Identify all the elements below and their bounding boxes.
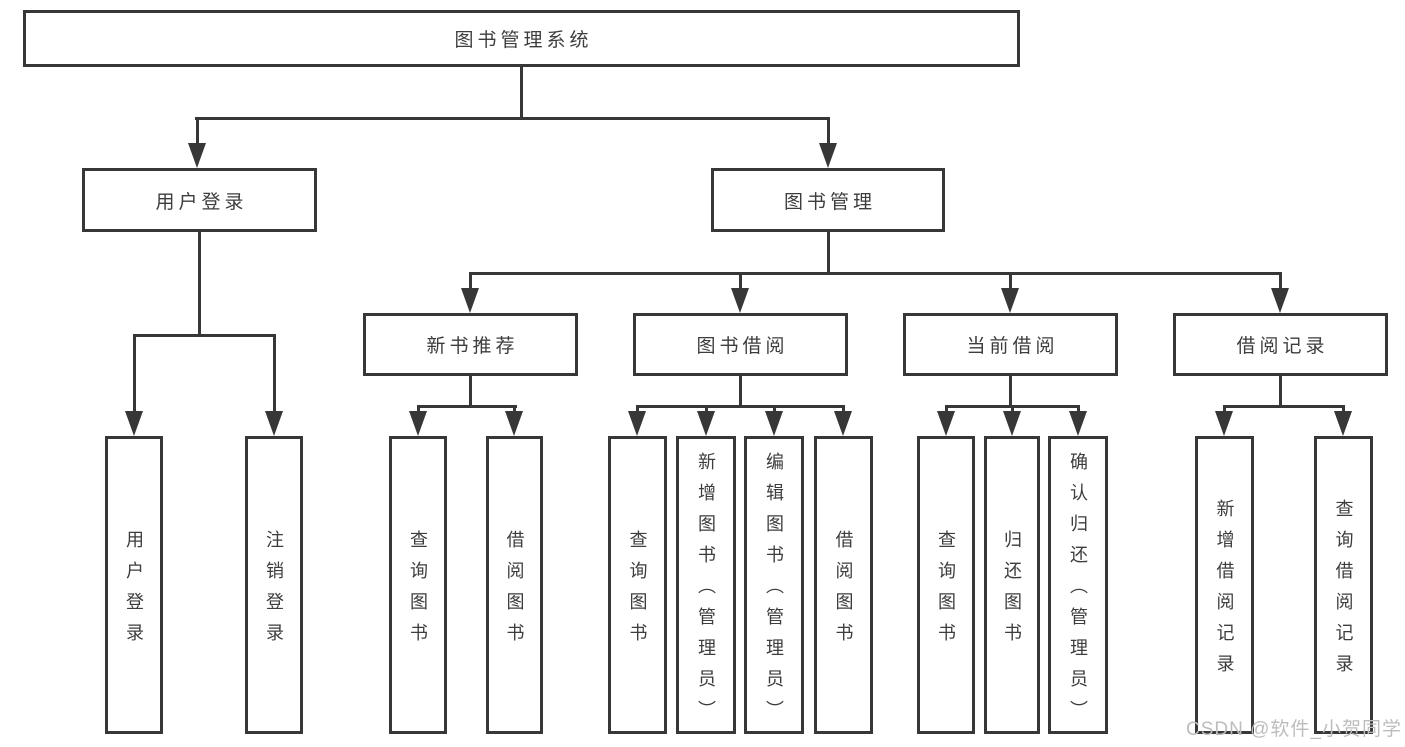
leaf-user-login: 用户登录 <box>105 436 163 734</box>
node-borrow-records: 借阅记录 <box>1173 313 1388 376</box>
leaf-cb-confirm-return: 确认归还（管理员） <box>1048 436 1108 734</box>
leaf-cb-return-books-label: 归还图书 <box>1002 529 1022 654</box>
leaf-cb-query-books: 查询图书 <box>917 436 975 734</box>
leaf-bb-edit-books: 编辑图书（管理员） <box>744 436 804 734</box>
arrow-to-leaf <box>1334 411 1352 436</box>
connector-leaf-stem <box>636 405 639 415</box>
connector-leaf-stem <box>842 405 845 415</box>
leaf-logout-label: 注销登录 <box>264 529 284 654</box>
leaf-logout: 注销登录 <box>245 436 303 734</box>
leaf-rec-query-books-label: 查询图书 <box>408 529 428 654</box>
arrow-to-leaf <box>1002 411 1021 436</box>
arrow-to-leaf <box>936 411 955 436</box>
arrow-to-leaf <box>408 411 427 436</box>
connector-leaf-stem <box>704 405 708 415</box>
arrow-to-book-mgmt <box>818 143 837 168</box>
connector-l3-stem <box>1279 272 1282 292</box>
csdn-watermark: CSDN @软件_小贺同学 <box>1186 719 1402 740</box>
connector-borrow-records-branch <box>1223 405 1345 408</box>
leaf-rec-borrow-books-label: 借阅图书 <box>504 529 525 654</box>
leaf-rec-query-books: 查询图书 <box>389 436 447 734</box>
node-book-borrow: 图书借阅 <box>633 313 848 376</box>
connector-leaf-stem <box>772 405 776 415</box>
connector-leaf-stem <box>1076 405 1080 415</box>
leaf-bb-borrow-books-label: 借阅图书 <box>833 529 854 654</box>
node-book-mgmt-label: 图书管理 <box>783 191 876 213</box>
connector-root-stem <box>520 67 523 120</box>
connector-user-login-stem <box>197 232 201 336</box>
connector-user-login-branch <box>132 334 276 337</box>
node-current-borrow-label: 当前借阅 <box>966 336 1059 357</box>
leaf-rec-borrow-books: 借阅图书 <box>486 436 543 734</box>
connector-root-branch <box>195 117 830 120</box>
node-root: 图书管理系统 <box>23 10 1020 67</box>
leaf-user-login-label: 用户登录 <box>124 529 144 654</box>
node-book-borrow-label: 图书借阅 <box>696 336 789 357</box>
connector-book-borrow-stem <box>739 376 742 407</box>
arrow-to-leaf <box>696 411 715 436</box>
connector-new-book-rec-branch <box>416 405 517 408</box>
connector-leaf-stem <box>132 334 136 415</box>
arrow-to-leaf <box>1215 411 1233 436</box>
connector-leaf-stem <box>1223 405 1226 415</box>
arrow-to-new-book-rec <box>461 288 479 313</box>
arrow-to-borrow-records <box>1271 288 1289 313</box>
node-borrow-records-label: 借阅记录 <box>1236 336 1329 357</box>
connector-leaf-stem <box>1010 405 1014 415</box>
connector-current-borrow-stem <box>1009 376 1012 407</box>
arrow-to-leaf <box>834 411 852 436</box>
arrow-to-leaf <box>124 411 143 436</box>
connector-book-mgmt-stem <box>826 232 830 275</box>
leaf-bb-query-books: 查询图书 <box>608 436 667 734</box>
leaf-br-add-record-label: 新增借阅记录 <box>1214 498 1235 685</box>
arrow-to-book-borrow <box>731 288 749 313</box>
connector-leaf-stem <box>513 405 516 415</box>
connector-leaf-stem <box>944 405 948 415</box>
node-new-book-rec-label: 新书推荐 <box>426 336 519 357</box>
arrow-to-leaf <box>1068 411 1087 436</box>
arrow-to-leaf <box>264 411 283 436</box>
leaf-cb-return-books: 归还图书 <box>984 436 1040 734</box>
arrow-to-leaf <box>764 411 783 436</box>
connector-l3-stem <box>1009 272 1012 292</box>
connector-borrow-records-stem <box>1279 376 1282 407</box>
connector-to-user-login-stem <box>195 117 199 150</box>
arrow-to-leaf <box>505 411 523 436</box>
leaf-bb-add-books: 新增图书（管理员） <box>676 436 736 734</box>
connector-l3-stem <box>469 272 472 292</box>
connector-new-book-rec-stem <box>469 376 472 407</box>
node-book-mgmt: 图书管理 <box>711 168 945 232</box>
leaf-bb-query-books-label: 查询图书 <box>627 529 648 654</box>
leaf-br-add-record: 新增借阅记录 <box>1195 436 1254 734</box>
arrow-to-current-borrow <box>1001 288 1019 313</box>
leaf-br-query-record: 查询借阅记录 <box>1314 436 1373 734</box>
node-current-borrow: 当前借阅 <box>903 313 1118 376</box>
connector-leaf-stem <box>1342 405 1345 415</box>
connector-book-borrow-branch <box>636 405 845 408</box>
leaf-bb-edit-books-label: 编辑图书（管理员） <box>764 452 784 731</box>
connector-leaf-stem <box>272 334 276 415</box>
leaf-br-query-record-label: 查询借阅记录 <box>1333 498 1354 685</box>
node-new-book-rec: 新书推荐 <box>363 313 578 376</box>
node-user-login-label: 用户登录 <box>155 191 248 213</box>
arrow-to-leaf <box>628 411 646 436</box>
arrow-to-user-login <box>187 143 206 168</box>
connector-to-book-mgmt-stem <box>826 117 830 150</box>
node-root-label: 图书管理系统 <box>454 30 593 51</box>
connector-leaf-stem <box>416 405 420 415</box>
leaf-bb-borrow-books: 借阅图书 <box>814 436 873 734</box>
leaf-cb-confirm-return-label: 确认归还（管理员） <box>1068 452 1088 731</box>
connector-l3-stem <box>739 272 742 292</box>
leaf-cb-query-books-label: 查询图书 <box>936 529 956 654</box>
node-user-login: 用户登录 <box>82 168 317 232</box>
leaf-bb-add-books-label: 新增图书（管理员） <box>696 452 716 731</box>
connector-book-mgmt-branch <box>469 272 1282 275</box>
